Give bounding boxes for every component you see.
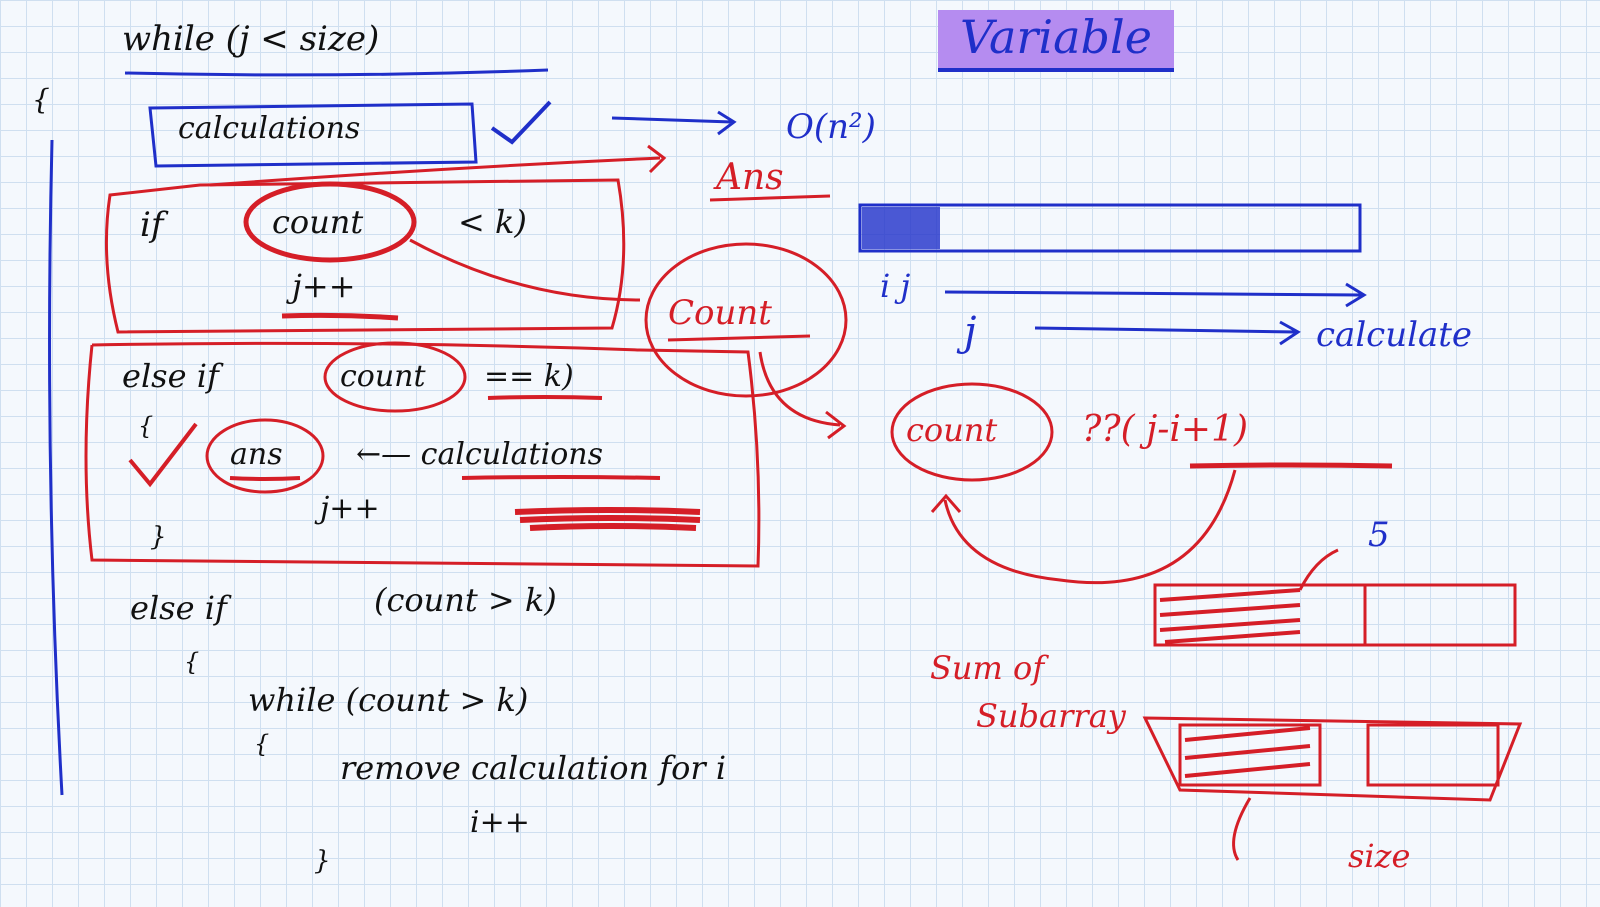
check-mark-icon — [490, 100, 552, 145]
else-if-block-box — [84, 341, 761, 568]
count-arrow — [758, 351, 847, 440]
else-if2-keyword: else if — [130, 589, 227, 627]
if-block-box — [104, 178, 626, 334]
formula-count-circle — [890, 382, 1054, 482]
count-label: Count — [668, 293, 772, 333]
pointer-labels: i j — [880, 267, 911, 305]
long-arrow — [944, 282, 1367, 308]
brace2: { — [184, 648, 200, 676]
close-brace: } — [314, 846, 331, 876]
equals-k-underline — [487, 395, 603, 400]
j-increment: j++ — [292, 267, 356, 305]
brace3: { — [254, 730, 270, 758]
calculate-label: calculate — [1316, 315, 1473, 355]
arrow-to-count — [409, 238, 641, 302]
i-increment: i++ — [470, 805, 530, 840]
calculations-underline — [461, 475, 661, 480]
j-calculate-arrow — [1034, 320, 1301, 346]
subarray-label: Subarray — [976, 697, 1126, 735]
if-cond-tail: < k) — [458, 203, 527, 241]
red-check-icon — [128, 422, 198, 488]
red-array-1-shading — [1159, 588, 1301, 644]
formula-underline — [1189, 462, 1393, 469]
if-count-circle — [243, 181, 417, 263]
j-label: j — [964, 309, 977, 355]
inner-close-brace: } — [150, 522, 167, 552]
loop-back-arrow — [930, 469, 1237, 585]
red-array-2-shading — [1184, 726, 1311, 778]
open-brace: { — [32, 83, 50, 116]
else-if-cond-tail: == k) — [484, 359, 574, 394]
remove-line: remove calculation for i — [340, 749, 727, 787]
title-variable: Variable — [938, 10, 1174, 72]
five-label: 5 — [1368, 515, 1390, 555]
red-array-2-cell-a — [1178, 723, 1322, 787]
red-array-2 — [1142, 716, 1523, 802]
arrow-to-ans — [209, 144, 667, 187]
arrow-right-icon — [611, 110, 737, 136]
j-increment-underline — [281, 312, 399, 321]
formula-rest: ??( j-i+1) — [1082, 409, 1249, 450]
else-if-count-circle — [323, 341, 467, 413]
else-if2-cond: (count > k) — [374, 581, 557, 619]
ans-underline — [709, 194, 831, 202]
count-underline — [667, 334, 811, 342]
calculations-text: calculations — [178, 111, 361, 146]
complexity-note: O(n²) — [786, 107, 876, 147]
if-keyword: if — [140, 205, 164, 245]
while-header: while (j < size) — [122, 19, 380, 59]
size-label: size — [1348, 837, 1411, 875]
ans-text: ans — [230, 437, 283, 472]
else-if-keyword: else if — [122, 357, 219, 395]
ans-word-underline — [229, 476, 301, 481]
red-array-2-cell-b — [1366, 723, 1500, 787]
inner-open-brace: { — [138, 412, 154, 440]
size-bracket — [1232, 797, 1252, 861]
while-inner: while (count > k) — [248, 681, 529, 719]
ans-circle — [205, 418, 325, 494]
sum-of-label: Sum of — [930, 649, 1045, 687]
inner-j-increment: j++ — [320, 491, 380, 526]
red-array-1 — [1153, 583, 1517, 647]
while-underline — [124, 68, 549, 77]
ans-label: Ans — [716, 157, 784, 198]
calculations-box — [148, 102, 478, 168]
scribble-mark — [514, 507, 701, 531]
ans-assign: ←— calculations — [356, 437, 603, 472]
formula-count: count — [906, 411, 998, 449]
count-circle — [644, 242, 848, 398]
red-array-1-arrow — [1298, 548, 1339, 591]
array-shaded-cell — [862, 207, 940, 249]
loop-body-line — [48, 139, 64, 796]
array-bar — [858, 203, 1362, 253]
if-var: count — [272, 203, 364, 241]
else-if-var: count — [340, 359, 426, 394]
